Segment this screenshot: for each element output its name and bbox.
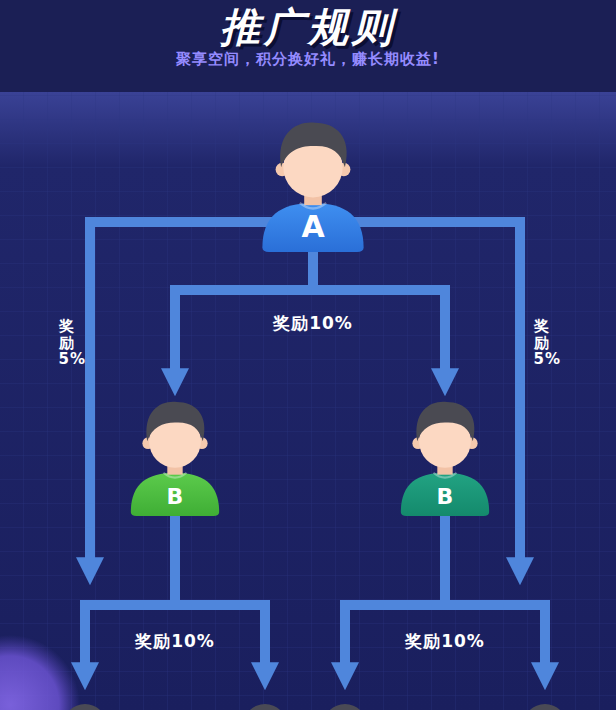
reward-connector bbox=[313, 248, 445, 371]
reward-line bbox=[80, 600, 270, 610]
reward-label: 奖励5% bbox=[534, 318, 549, 368]
reward-arrow bbox=[340, 605, 350, 665]
node-letter: B bbox=[397, 486, 493, 508]
reward-label: 奖励5% bbox=[59, 318, 74, 368]
reward-label: 奖励10% bbox=[135, 630, 215, 653]
reward-arrow bbox=[313, 222, 520, 560]
node-letter: B bbox=[127, 486, 223, 508]
panel bbox=[0, 92, 616, 710]
header-band bbox=[0, 0, 616, 92]
edge-label: 奖励10% bbox=[273, 312, 353, 335]
page-title: 推广规则 bbox=[220, 0, 396, 55]
reward-arrow bbox=[90, 222, 313, 560]
reward-arrow bbox=[80, 605, 90, 665]
person-node: B bbox=[397, 396, 493, 516]
reward-arrow bbox=[540, 605, 550, 665]
reward-connector bbox=[175, 248, 313, 371]
reward-line bbox=[340, 600, 550, 610]
node-letter: A bbox=[258, 212, 368, 242]
partial-people bbox=[63, 704, 567, 710]
reward-arrow bbox=[260, 605, 270, 665]
glow bbox=[0, 635, 80, 710]
grid bbox=[0, 92, 616, 710]
subtitle: 聚享空间，积分换好礼，赚长期收益! bbox=[176, 50, 440, 69]
person-node: A bbox=[258, 116, 368, 252]
reward-label: 奖励10% bbox=[405, 630, 485, 653]
person-node: B bbox=[127, 396, 223, 516]
